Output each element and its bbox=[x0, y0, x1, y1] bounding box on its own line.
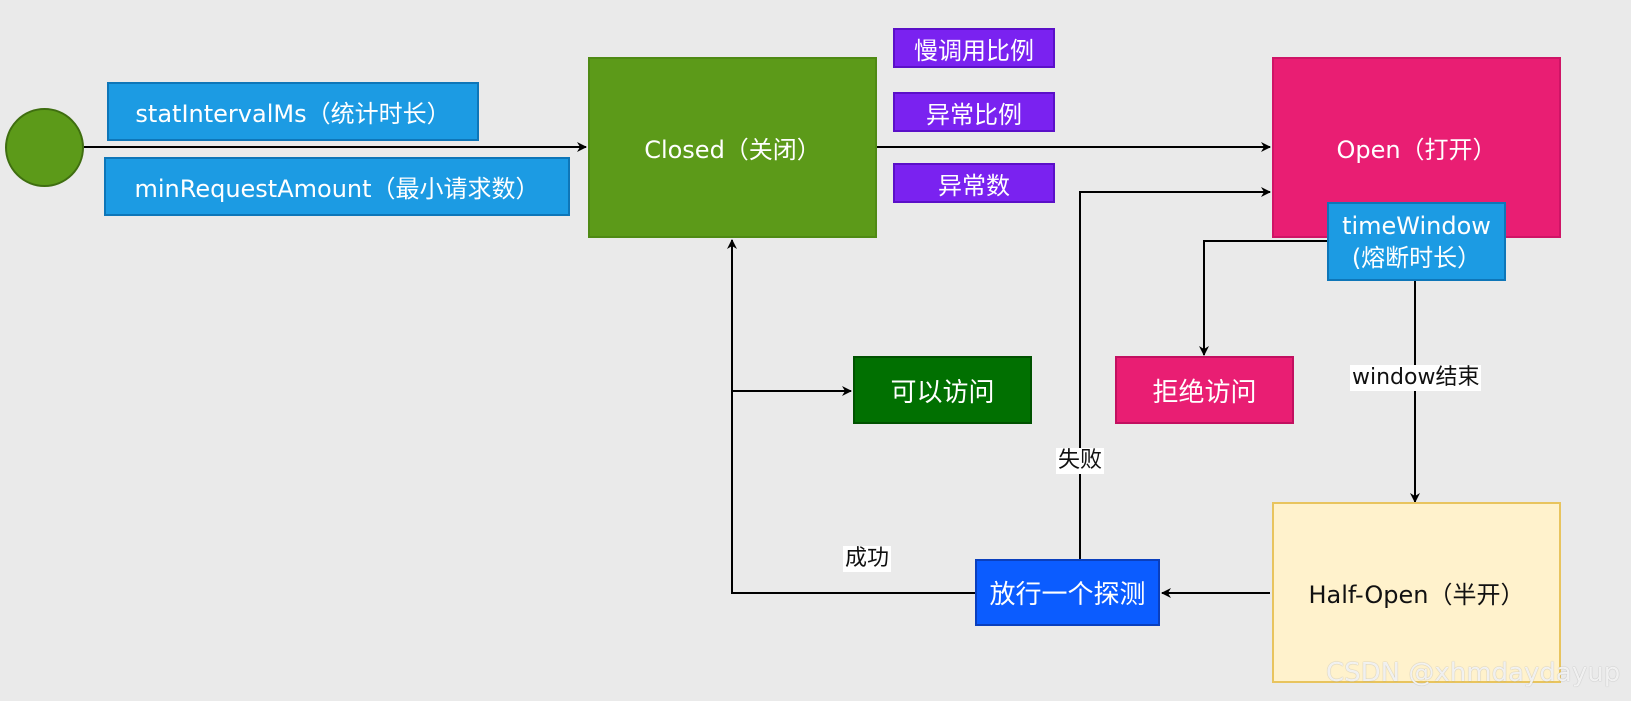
stat-interval-param: statIntervalMs（统计时长） bbox=[107, 82, 479, 141]
error-ratio-condition: 异常比例 bbox=[893, 92, 1055, 132]
success-edge-label: 成功 bbox=[843, 546, 892, 572]
min-request-param: minRequestAmount（最小请求数） bbox=[104, 157, 570, 216]
half-open-state-label: Half-Open（半开） bbox=[1308, 581, 1525, 609]
error-count-label: 异常数 bbox=[938, 171, 1010, 200]
error-ratio-label: 异常比例 bbox=[926, 100, 1022, 129]
time-window-param: timeWindow (熔断时长） bbox=[1327, 202, 1506, 281]
deny-access-node: 拒绝访问 bbox=[1115, 356, 1294, 424]
time-window-label-line1: timeWindow bbox=[1342, 211, 1491, 240]
slow-ratio-label: 慢调用比例 bbox=[914, 36, 1034, 65]
open-state-label: Open（打开） bbox=[1336, 136, 1497, 164]
allow-access-label: 可以访问 bbox=[890, 377, 995, 408]
error-count-condition: 异常数 bbox=[893, 163, 1055, 203]
edge-probe-to-open-fail bbox=[1079, 187, 1271, 560]
probe-node: 放行一个探测 bbox=[975, 559, 1160, 626]
window-end-edge-label: window结束 bbox=[1350, 365, 1482, 391]
deny-access-label: 拒绝访问 bbox=[1152, 377, 1257, 408]
edge-open-to-deny bbox=[1199, 240, 1327, 356]
probe-label: 放行一个探测 bbox=[989, 580, 1146, 610]
half-open-state-node: Half-Open（半开） bbox=[1272, 502, 1561, 683]
edge-probe-to-closed-success bbox=[727, 239, 975, 594]
closed-state-label: Closed（关闭） bbox=[644, 136, 821, 164]
start-node bbox=[5, 108, 84, 187]
csdn-watermark: CSDN @xhmdaydayup bbox=[1326, 658, 1621, 688]
stat-interval-label: statIntervalMs（统计时长） bbox=[135, 100, 451, 128]
slow-ratio-condition: 慢调用比例 bbox=[893, 28, 1055, 68]
time-window-label-line2: (熔断时长） bbox=[1351, 243, 1482, 272]
min-request-label: minRequestAmount（最小请求数） bbox=[134, 175, 540, 203]
closed-state-node: Closed（关闭） bbox=[588, 57, 877, 238]
fail-edge-label: 失败 bbox=[1056, 448, 1105, 474]
allow-access-node: 可以访问 bbox=[853, 356, 1032, 424]
